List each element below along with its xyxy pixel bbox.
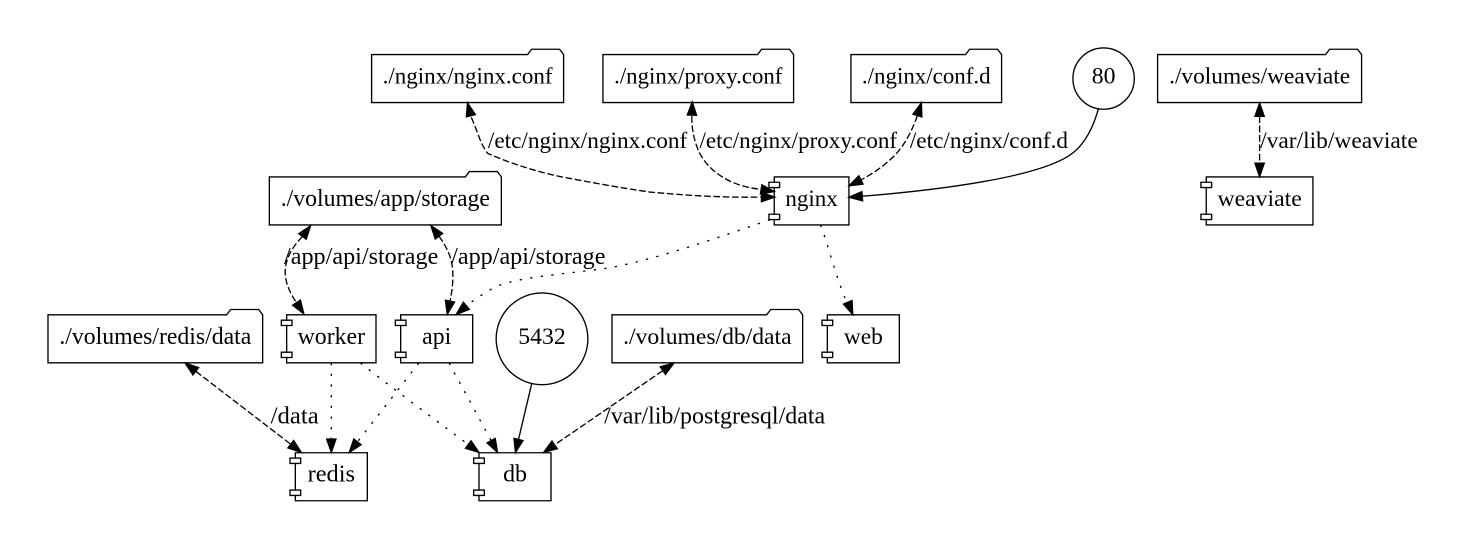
svg-text:nginx: nginx [785,185,838,211]
svg-text:redis: redis [308,461,355,488]
svg-text:/app/api/storage: /app/api/storage [284,243,438,270]
svg-text:./volumes/weaviate: ./volumes/weaviate [1169,64,1350,90]
svg-text:./volumes/app/storage: ./volumes/app/storage [281,186,490,212]
svg-text:weaviate: weaviate [1217,186,1301,212]
svg-text:worker: worker [298,324,365,350]
svg-text:/var/lib/weaviate: /var/lib/weaviate [1260,128,1418,154]
svg-text:./volumes/db/data: ./volumes/db/data [623,324,792,350]
svg-text:api: api [422,324,451,350]
svg-text:/var/lib/postgresql/data: /var/lib/postgresql/data [604,404,825,430]
svg-text:db: db [503,462,527,488]
svg-text:./nginx/nginx.conf: ./nginx/nginx.conf [383,63,553,89]
svg-text:./nginx/proxy.conf: ./nginx/proxy.conf [614,64,783,89]
svg-text:80: 80 [1092,64,1116,90]
svg-text:web: web [844,324,883,350]
svg-text:/etc/nginx/conf.d: /etc/nginx/conf.d [910,128,1069,154]
svg-text:./nginx/conf.d: ./nginx/conf.d [862,64,991,89]
svg-text:/app/api/storage: /app/api/storage [451,243,605,270]
svg-text:/etc/nginx/proxy.conf: /etc/nginx/proxy.conf [700,127,898,153]
svg-text:5432: 5432 [518,324,565,350]
svg-text:./volumes/redis/data: ./volumes/redis/data [59,324,251,350]
svg-text:/etc/nginx/nginx.conf: /etc/nginx/nginx.conf [488,128,688,154]
svg-text:/data: /data [271,403,319,430]
